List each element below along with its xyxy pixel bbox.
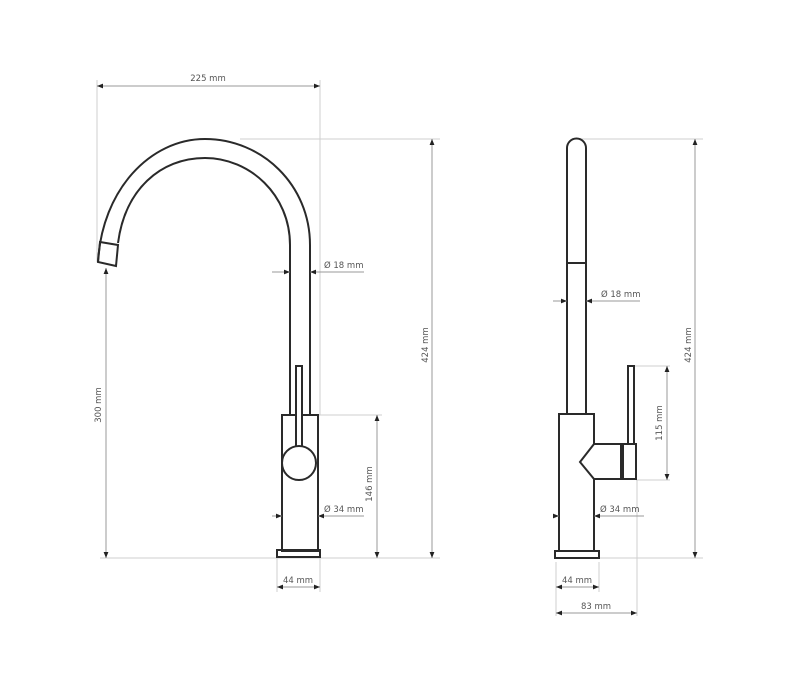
front-base xyxy=(276,549,321,558)
dim-depth-83: 83 mm xyxy=(581,602,611,612)
dim-front-total-height-424: 424 mm xyxy=(421,327,431,363)
dim-side-total-height-424: 424 mm xyxy=(684,327,694,363)
dim-front-spout-diameter: Ø 18 mm xyxy=(324,260,363,271)
front-handle-lever xyxy=(295,365,303,449)
front-aerator xyxy=(96,240,120,268)
side-spout xyxy=(566,137,587,415)
side-base xyxy=(554,550,600,559)
dim-front-body-diameter: Ø 34 mm xyxy=(324,504,363,515)
front-spout-outer xyxy=(97,137,311,415)
front-view: 225 mm Ø 18 mm Ø 34 mm 300 mm 424 mm 146… xyxy=(94,74,440,592)
side-body xyxy=(558,413,595,551)
dim-side-spout-diameter: Ø 18 mm xyxy=(601,289,640,300)
side-handle-lever xyxy=(627,365,635,445)
dim-side-body-diameter: Ø 34 mm xyxy=(600,504,639,515)
front-spout-inner xyxy=(117,156,291,415)
dim-front-base-44: 44 mm xyxy=(283,576,313,586)
side-handle-housing xyxy=(578,443,622,480)
dim-spout-clearance-300: 300 mm xyxy=(94,387,104,423)
front-handle-knob xyxy=(281,445,317,481)
dim-width-225: 225 mm xyxy=(190,74,226,84)
side-view: Ø 18 mm Ø 34 mm 424 mm 115 mm 44 mm 83 m… xyxy=(553,137,703,616)
dim-body-height-146: 146 mm xyxy=(365,466,375,502)
dim-side-base-44: 44 mm xyxy=(562,576,592,586)
dim-handle-height-115: 115 mm xyxy=(655,405,665,441)
